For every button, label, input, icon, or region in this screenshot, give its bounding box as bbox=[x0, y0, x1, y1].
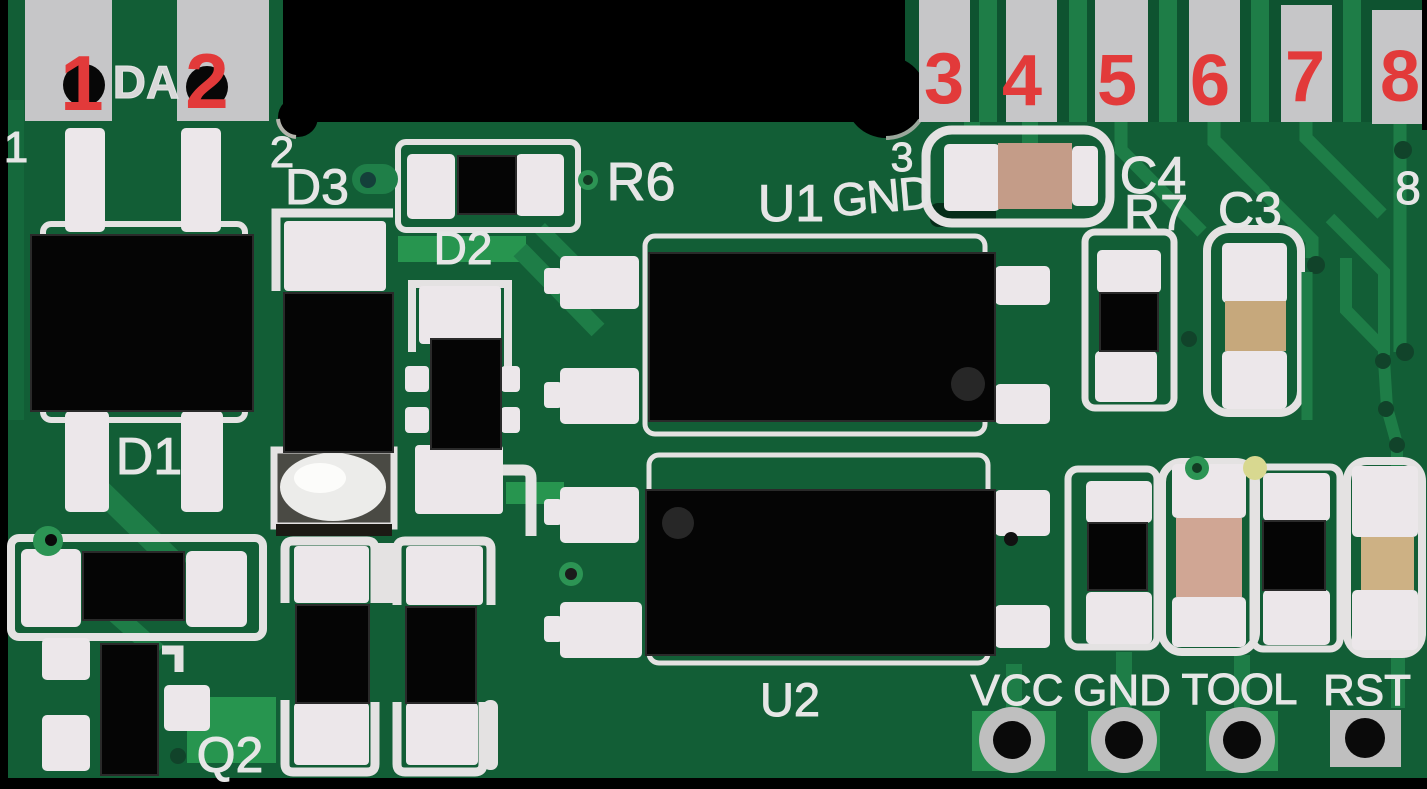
svg-text:Q2: Q2 bbox=[197, 727, 264, 783]
svg-text:D2: D2 bbox=[434, 222, 493, 274]
svg-text:C4: C4 bbox=[1120, 147, 1186, 205]
svg-text:TOOL: TOOL bbox=[1181, 665, 1297, 714]
svg-text:GND: GND bbox=[1073, 666, 1171, 715]
svg-text:3: 3 bbox=[924, 39, 964, 119]
svg-text:2: 2 bbox=[185, 37, 228, 125]
svg-text:DA: DA bbox=[113, 56, 179, 108]
svg-text:1: 1 bbox=[4, 123, 28, 172]
svg-text:D3: D3 bbox=[285, 159, 349, 215]
svg-text:D1: D1 bbox=[116, 428, 182, 486]
svg-text:7: 7 bbox=[1285, 37, 1325, 117]
svg-text:C3: C3 bbox=[1218, 182, 1282, 238]
svg-text:VCC: VCC bbox=[971, 666, 1064, 715]
svg-text:8: 8 bbox=[1395, 162, 1421, 214]
svg-text:2: 2 bbox=[270, 128, 294, 177]
svg-text:R6: R6 bbox=[606, 152, 675, 212]
svg-text:R7: R7 bbox=[1124, 185, 1188, 241]
svg-text:8: 8 bbox=[1380, 37, 1420, 117]
svg-text:6: 6 bbox=[1190, 41, 1230, 121]
svg-text:RST: RST bbox=[1323, 666, 1411, 715]
svg-text:4: 4 bbox=[1002, 41, 1042, 121]
svg-text:GND: GND bbox=[830, 166, 933, 226]
svg-text:3: 3 bbox=[891, 134, 914, 180]
svg-text:1: 1 bbox=[60, 39, 103, 127]
svg-text:U1: U1 bbox=[758, 175, 824, 233]
svg-text:U2: U2 bbox=[760, 673, 820, 726]
svg-text:5: 5 bbox=[1097, 41, 1137, 121]
